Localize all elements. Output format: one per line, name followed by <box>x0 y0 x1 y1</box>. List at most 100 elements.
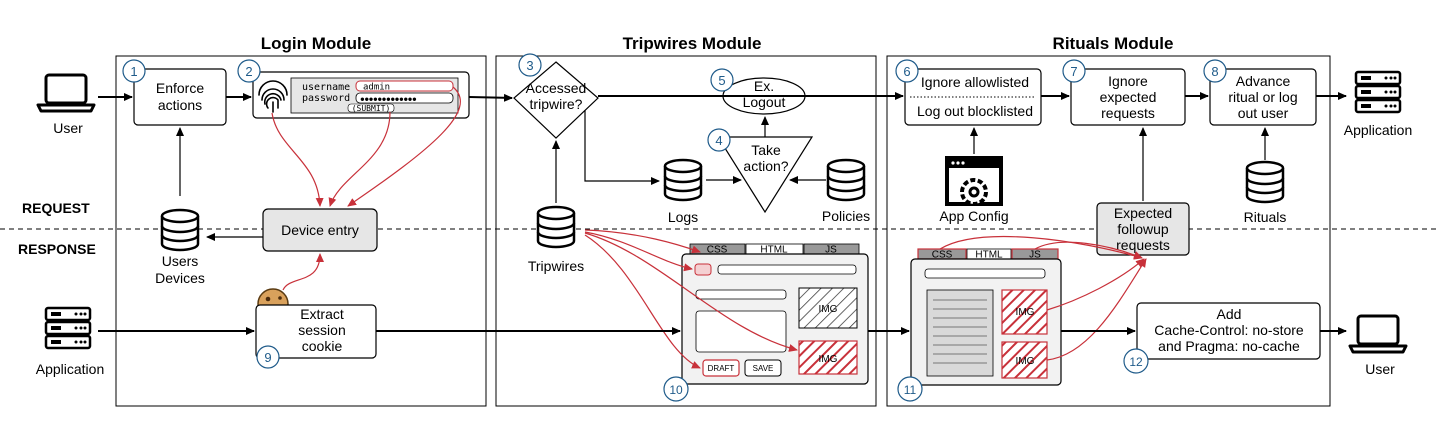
users-devices-label-1: Users <box>162 253 199 269</box>
ignore-expected-text-1: Ignore <box>1108 73 1148 89</box>
step-12-badge <box>1123 348 1149 374</box>
step-7-num: 7 <box>1070 64 1077 79</box>
tripwires-label: Tripwires <box>528 258 584 274</box>
step-2-badge <box>237 59 261 83</box>
tab-css-11: CSS <box>932 250 953 261</box>
extract-text-2: session <box>298 322 345 338</box>
save-button-label: SAVE <box>753 364 774 373</box>
img-placeholder-11b: IMG <box>1016 356 1035 367</box>
logout-blocklisted-text: Log out blocklisted <box>917 103 1033 119</box>
password-label: password <box>302 93 350 104</box>
tripwires-database-icon <box>536 205 576 249</box>
submit-button[interactable] <box>347 103 395 113</box>
extract-text-1: Extract <box>300 306 344 322</box>
application-right-label: Application <box>1344 122 1413 138</box>
policies-label: Policies <box>822 208 870 224</box>
step-11-num: 11 <box>904 383 917 397</box>
application-server-left-icon <box>44 306 92 350</box>
step-10-num: 10 <box>669 383 683 397</box>
step-7-badge <box>1062 59 1086 83</box>
device-entry-box <box>262 208 378 252</box>
ignore-expected-text-3: requests <box>1101 105 1155 121</box>
img-placeholder-10a: IMG <box>819 304 838 315</box>
username-value: admin <box>363 83 390 93</box>
red-arrow-submit-to-device <box>328 111 391 207</box>
rituals-module-frame <box>886 55 1331 407</box>
step-1-num: 1 <box>130 64 137 79</box>
advance-text-2: ritual or log <box>1228 89 1297 105</box>
enforce-actions-text-2: actions <box>158 97 202 113</box>
advance-text-1: Advance <box>1236 73 1291 89</box>
ignore-allowlisted-text: Ignore allowlisted <box>921 74 1029 90</box>
red-arrow-cookie-to-device <box>282 253 324 291</box>
app-config-icon <box>945 156 1003 206</box>
tripwires-module-frame <box>495 55 877 407</box>
login-module-frame <box>115 55 487 407</box>
logout-text-2: Logout <box>743 94 786 110</box>
advance-text-3: out user <box>1238 105 1289 121</box>
accessed-text-1: Accessed <box>526 80 587 96</box>
user-laptop-right-icon <box>1348 314 1408 354</box>
policies-database-icon <box>826 158 866 202</box>
response-label: RESPONSE <box>18 241 96 257</box>
rituals-label: Rituals <box>1244 209 1287 225</box>
step-5-badge <box>710 68 734 92</box>
step-8-badge <box>1203 59 1227 83</box>
accessed-tripwire-decision <box>513 61 599 139</box>
rituals-module-title: Rituals Module <box>1053 34 1174 53</box>
arrow-decision-to-logs <box>584 110 660 185</box>
arrow-login-to-tripwire <box>468 93 513 102</box>
application-server-right-icon <box>1354 70 1402 114</box>
step-5-num: 5 <box>718 73 725 88</box>
step-4-badge <box>707 128 731 152</box>
step-3-num: 3 <box>526 58 533 73</box>
password-field[interactable] <box>355 92 454 104</box>
img-placeholder-10b: IMG <box>819 354 838 365</box>
red-arrow-tripwires-to-draft <box>584 234 701 369</box>
username-field[interactable] <box>355 80 454 92</box>
logout-text-1: Ex. <box>754 78 774 94</box>
red-arrow-img-a-to-expected <box>1046 258 1145 311</box>
red-arrow-username-to-device <box>347 86 461 207</box>
red-arrow-fingerprint-to-device <box>271 112 324 207</box>
img-placeholder-11a: IMG <box>1016 307 1035 318</box>
application-left-label: Application <box>36 361 105 377</box>
login-module-title: Login Module <box>261 34 371 53</box>
add-text-3: and Pragma: no-cache <box>1158 338 1300 354</box>
user-right-label: User <box>1365 361 1395 377</box>
users-devices-database-icon <box>160 208 200 252</box>
password-value: ●●●●●●●●●●●●● <box>360 95 417 104</box>
webpage-mockup-10: CSS HTML JS IMG IMG DRAFT SAVE <box>681 243 869 385</box>
app-config-label: App Config <box>939 208 1008 224</box>
add-text-2: Cache-Control: no-store <box>1154 322 1304 338</box>
user-left-label: User <box>53 120 83 136</box>
step-2-num: 2 <box>245 64 252 79</box>
tab-html-11: HTML <box>975 250 1003 261</box>
step-8-num: 8 <box>1211 64 1218 79</box>
red-arrow-tripwires-to-link <box>584 231 693 272</box>
draft-button-label: DRAFT <box>708 364 735 373</box>
red-arrow-tripwires-to-img <box>584 232 798 352</box>
add-text-1: Add <box>1217 306 1242 322</box>
username-label: username <box>302 82 350 93</box>
step-11-badge <box>897 376 923 402</box>
expected-followup-box <box>1096 202 1190 256</box>
logs-label: Logs <box>668 209 698 225</box>
tab-js-11: JS <box>1029 250 1041 261</box>
step-6-num: 6 <box>903 64 910 79</box>
step-4-num: 4 <box>715 133 722 148</box>
take-action-text-2: action? <box>743 158 788 174</box>
ignore-expected-text-2: expected <box>1100 89 1157 105</box>
accessed-text-2: tripwire? <box>530 96 583 112</box>
users-devices-label-2: Devices <box>155 270 205 286</box>
enforce-actions-text-1: Enforce <box>156 80 204 96</box>
tab-js-10: JS <box>825 245 837 256</box>
red-arrow-img-b-to-expected <box>1046 258 1147 361</box>
rituals-database-icon <box>1245 160 1285 204</box>
step-6-badge <box>895 59 919 83</box>
step-9-badge <box>256 345 280 369</box>
step-12-num: 12 <box>1129 355 1143 369</box>
expected-text-3: requests <box>1116 237 1170 253</box>
tripwires-module-title: Tripwires Module <box>623 34 762 53</box>
